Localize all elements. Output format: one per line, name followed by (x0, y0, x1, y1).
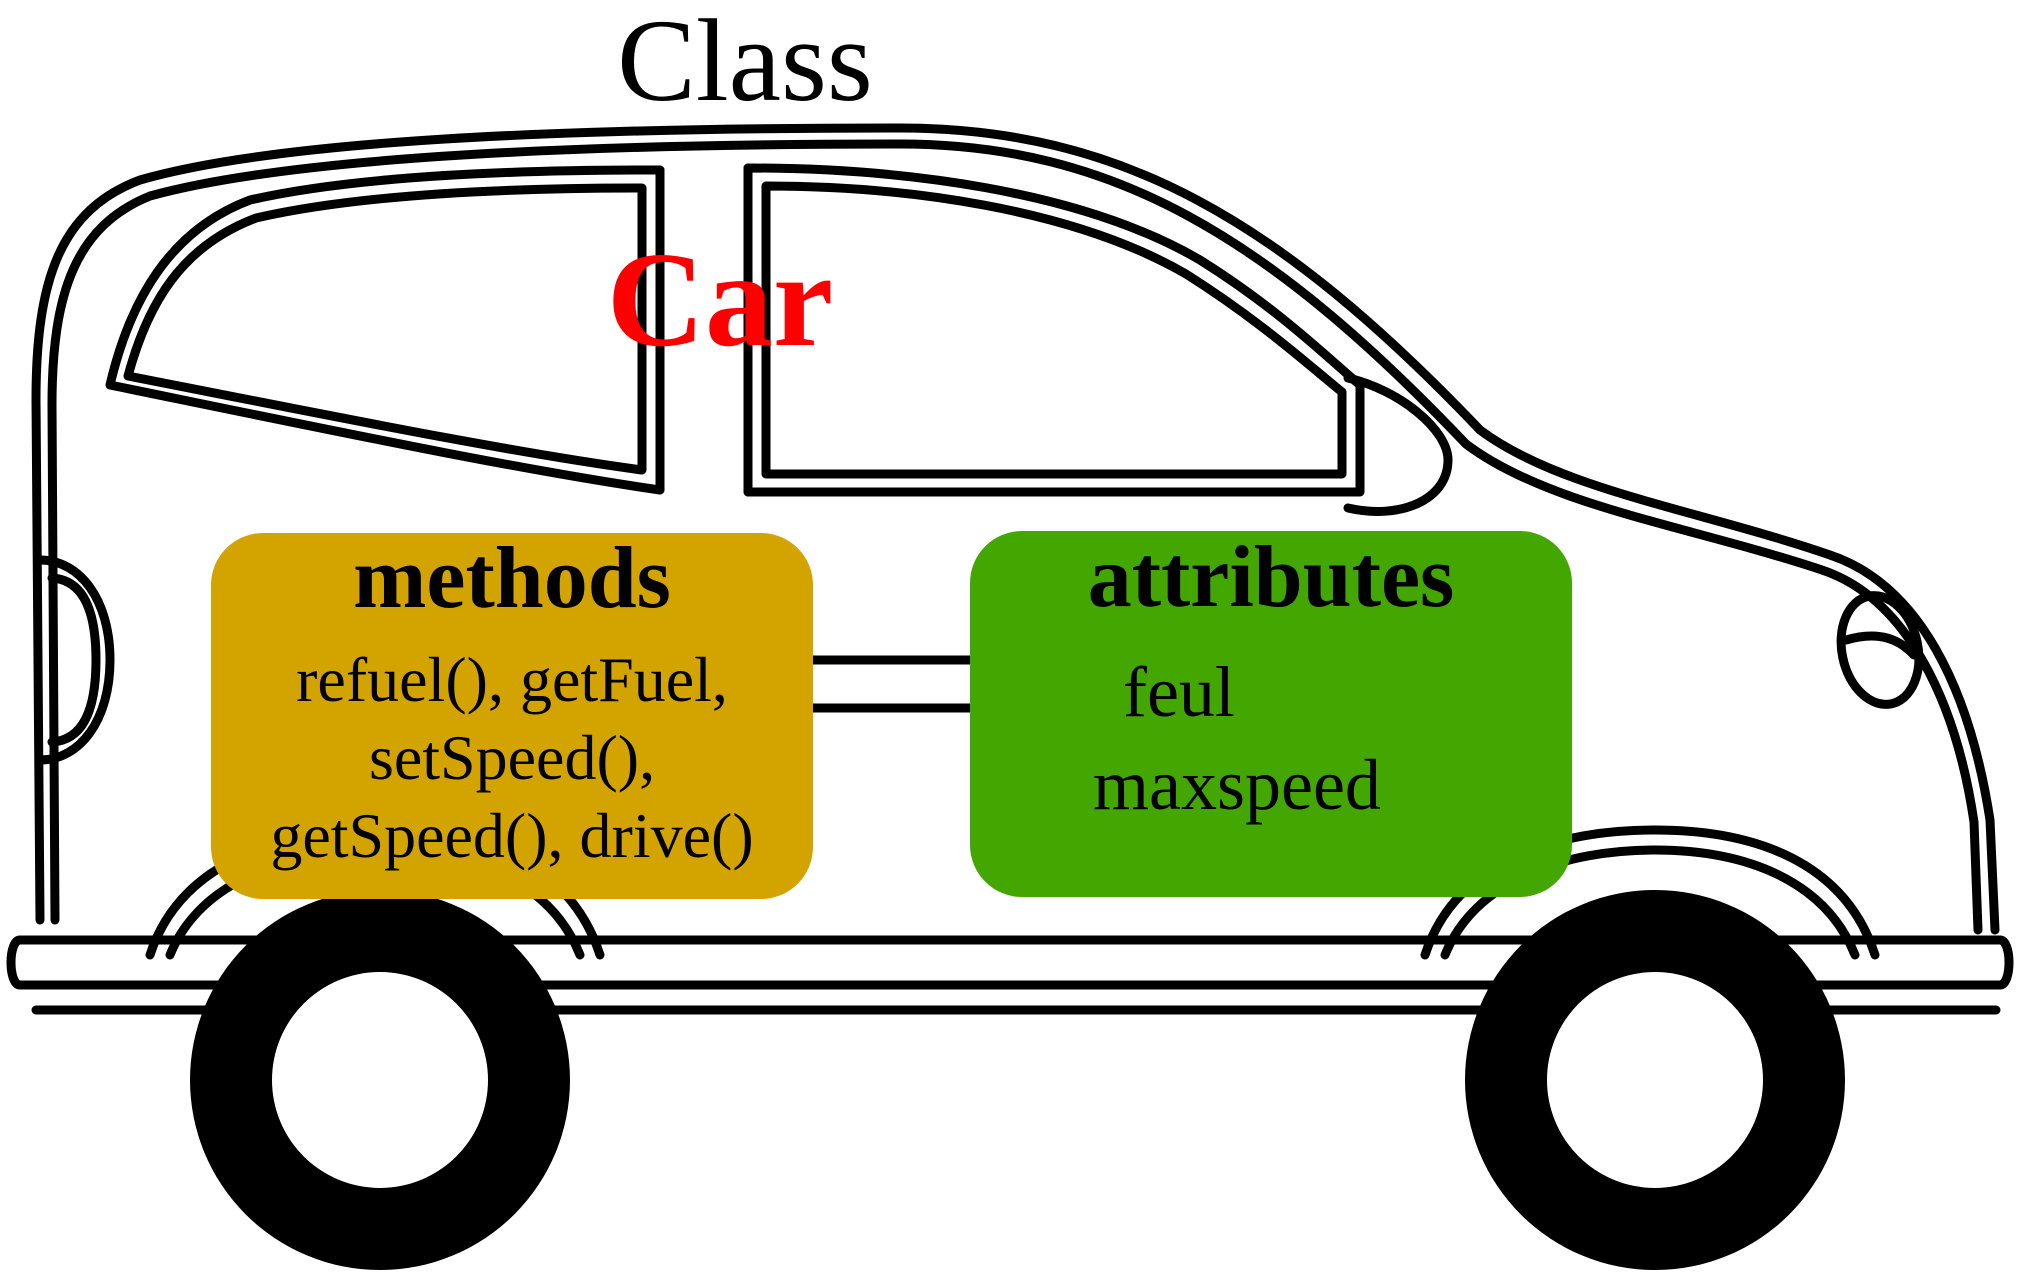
methods-box: methods refuel(), getFuel, setSpeed(), g… (211, 533, 813, 899)
car-body (31, 123, 2000, 935)
attributes-heading: attributes (1087, 529, 1455, 626)
attribute-line: maxspeed (1093, 745, 1381, 825)
method-line: refuel(), getFuel, (296, 644, 728, 715)
rear-light (35, 555, 115, 765)
side-skirt (6, 935, 2014, 990)
rear-window (105, 165, 665, 495)
car-body-inner (47, 139, 1983, 935)
headlight (1836, 591, 1924, 709)
class-name: Car (606, 225, 834, 375)
front-wheel (1465, 890, 1845, 1270)
method-line: setSpeed(), (368, 722, 656, 793)
methods-heading: methods (353, 530, 671, 627)
attributes-box: attributes feul maxspeed (970, 531, 1572, 897)
front-wheel-arch (1440, 845, 1860, 960)
diagram-title: Class (617, 0, 873, 126)
rear-wheel (190, 890, 570, 1270)
front-window (743, 163, 1365, 497)
method-line: getSpeed(), drive() (270, 800, 754, 871)
attribute-line: feul (1123, 652, 1235, 732)
side-mirror (1343, 373, 1453, 516)
